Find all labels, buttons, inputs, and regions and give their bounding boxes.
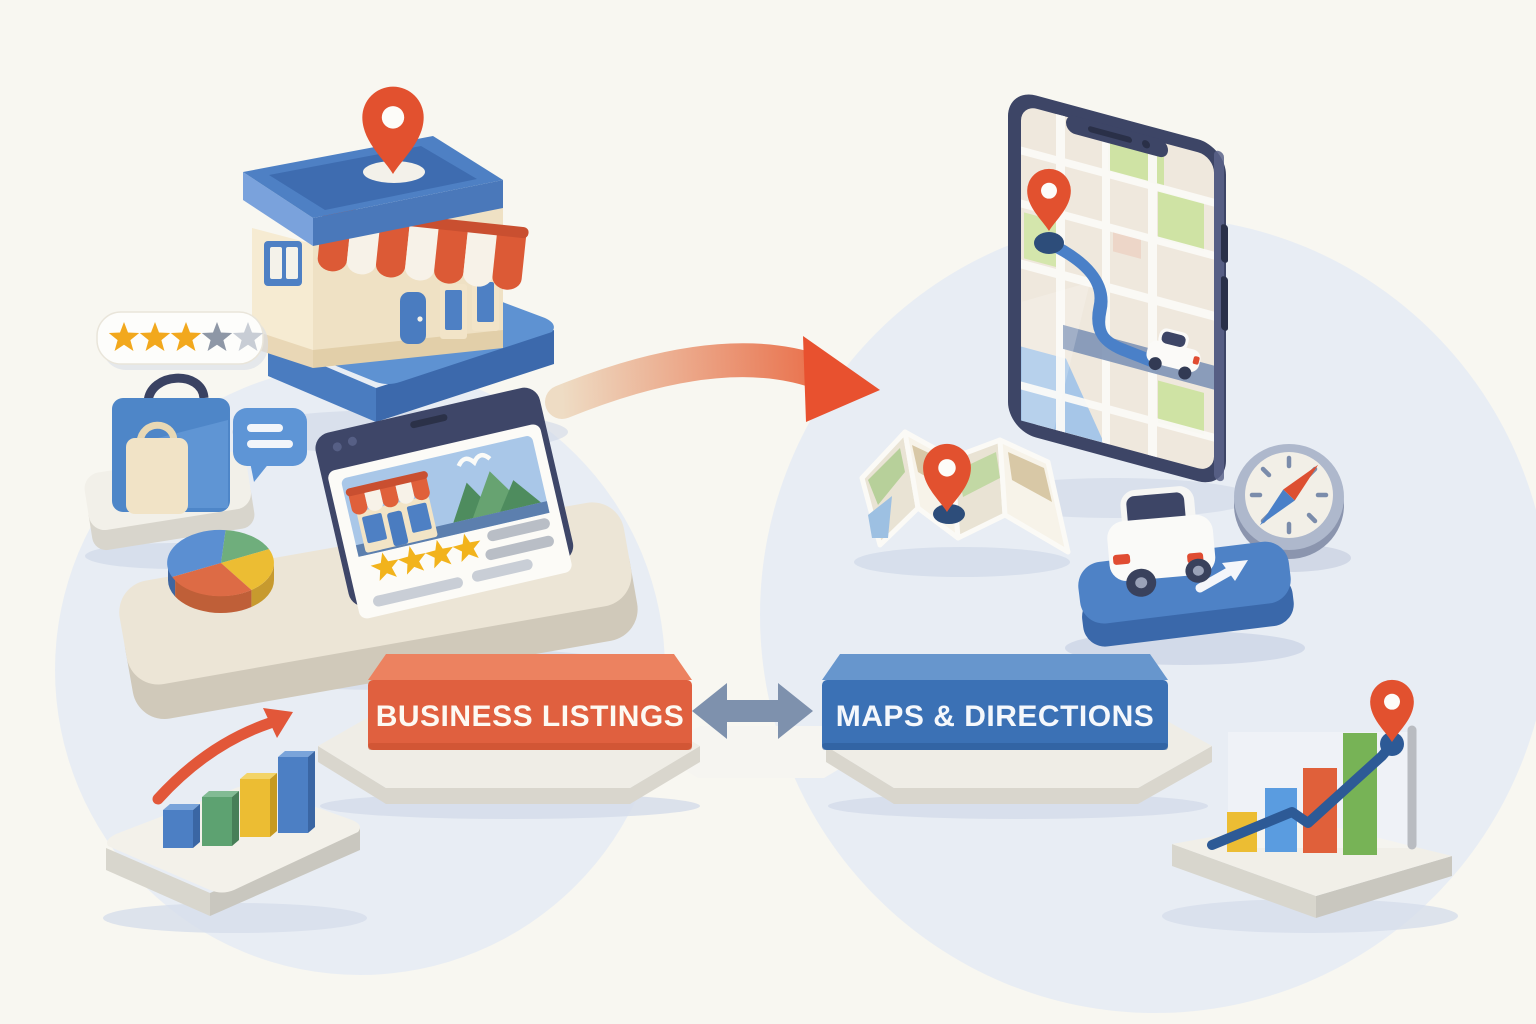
direction-arrow [1195,566,1235,593]
bar [1343,733,1377,855]
placeholder-line [485,535,554,561]
connector-platform [655,726,868,778]
storefront-window-icon [264,241,302,286]
rating-badge [96,311,268,370]
pie-slice-green [221,530,269,563]
pie-chart [167,529,274,613]
folded-map [854,429,1071,577]
compass-icon [1227,444,1351,572]
bar [278,751,315,833]
chat-bubble-icon [233,408,307,482]
trend-endpoint [1380,732,1404,756]
storefront [232,86,568,454]
map-car-icon [1146,328,1201,380]
storefront-door-icon [400,292,426,344]
map-route [1042,236,1157,368]
bird-icon [456,452,492,468]
car-icon [1107,486,1216,597]
flow-arrowhead [803,336,880,422]
placeholder-line [373,577,463,607]
pie-slice-blue [167,529,226,577]
placeholder-line [487,518,550,542]
maps-directions-box [822,680,1168,750]
taillight [1112,553,1131,565]
node-maps-directions: MAPS & DIRECTIONS [822,654,1168,750]
camera-icon [347,436,357,446]
car-platform [1065,486,1305,665]
phone-button [1221,276,1228,331]
map-streets [1021,113,1214,458]
business-listings-box [368,680,692,750]
bar [163,804,200,848]
map-park [1158,190,1204,251]
mini-storefront-icon [345,471,438,553]
bar [240,773,277,837]
pie-slice-orange [172,563,252,597]
phone-button [1221,224,1228,263]
route-start-dot [1034,232,1064,254]
compass-needle [1259,464,1319,526]
tablet-listing [315,387,574,619]
growth-chart-left [103,708,367,933]
flow-arrow [545,336,880,422]
phone-map [1008,94,1228,483]
map-park [1158,380,1204,435]
camera-icon [332,442,342,452]
node-maps-directions-label: MAPS & DIRECTIONS [836,700,1155,733]
node-business-listings: BUSINESS LISTINGS [368,654,692,750]
placeholder-line [471,559,533,582]
bag-handle [143,373,209,403]
storefront-shop-windows [440,276,499,339]
exchange-arrow-icon [692,683,813,739]
map-screen [1021,108,1214,469]
trend-arrow [152,717,276,805]
pie-slice-yellow [221,549,274,590]
node-business-listings-label: BUSINESS LISTINGS [376,700,685,733]
compass-ticks [1249,455,1329,535]
small-bag-icon [126,438,188,514]
bar [202,791,239,846]
growth-chart-right [1162,679,1458,933]
